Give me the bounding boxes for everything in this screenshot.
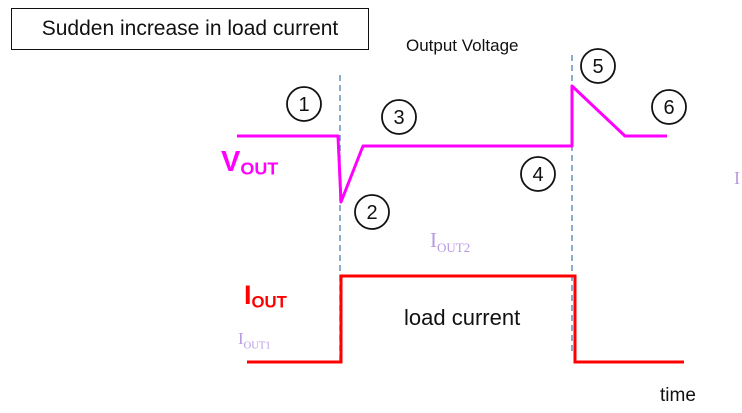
iout-label-main: I — [244, 280, 252, 310]
output-voltage-waveform — [237, 84, 667, 204]
iout1-label: IOUT1 — [238, 329, 271, 351]
output-voltage-label: Output Voltage — [406, 36, 519, 55]
svg-text:6: 6 — [663, 97, 674, 119]
time-axis-label: time — [660, 385, 696, 406]
iout-label-sub: OUT — [251, 292, 287, 312]
iout2-label: IOUT2 — [430, 228, 470, 256]
svg-text:5: 5 — [592, 56, 603, 78]
marker-5: 5 — [580, 48, 616, 84]
marker-4: 4 — [520, 156, 556, 192]
svg-text:3: 3 — [393, 107, 404, 129]
iout1-label-sub: OUT1 — [243, 340, 271, 352]
marker-3: 3 — [381, 99, 417, 135]
marker-1: 1 — [286, 86, 322, 122]
vout-label-main: V — [221, 146, 241, 178]
svg-text:1: 1 — [298, 94, 309, 116]
marker-2: 2 — [354, 194, 390, 230]
marker-6: 6 — [651, 89, 687, 125]
load-current-label: load current — [404, 305, 521, 330]
iout2-label-sub: OUT2 — [437, 240, 471, 256]
iout-label: IOUT — [244, 280, 287, 312]
vout-label-sub: OUT — [240, 158, 279, 179]
iout2-label-main: I — [430, 228, 437, 252]
load-current-waveform — [247, 274, 684, 364]
vout-label: VOUT — [221, 146, 278, 180]
edge-mark-label: I — [734, 168, 740, 188]
diagram-title: Sudden increase in load current — [11, 8, 369, 50]
svg-text:4: 4 — [532, 164, 543, 186]
iout1-label-main: I — [238, 329, 244, 348]
svg-text:2: 2 — [366, 202, 377, 224]
